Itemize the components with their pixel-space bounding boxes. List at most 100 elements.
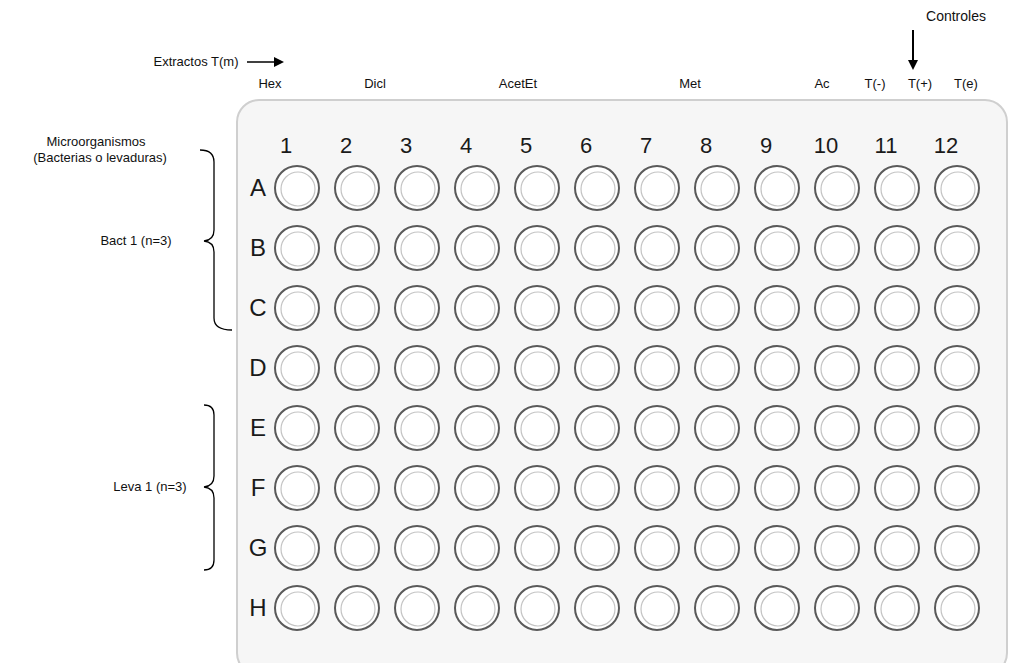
well xyxy=(275,166,319,210)
well xyxy=(695,286,739,330)
well xyxy=(575,406,619,450)
well xyxy=(395,286,439,330)
well-inner xyxy=(701,292,735,326)
well xyxy=(455,346,499,390)
group-label: Bact 1 (n=3) xyxy=(100,234,171,249)
well-inner xyxy=(641,292,675,326)
well xyxy=(695,346,739,390)
well-inner xyxy=(341,292,375,326)
column-header: T(+) xyxy=(908,77,932,92)
well xyxy=(755,286,799,330)
well xyxy=(515,406,559,450)
well xyxy=(515,466,559,510)
well xyxy=(395,226,439,270)
well xyxy=(755,166,799,210)
well xyxy=(815,166,859,210)
well xyxy=(275,586,319,630)
well xyxy=(755,466,799,510)
well xyxy=(455,226,499,270)
well xyxy=(335,166,379,210)
well-inner xyxy=(581,532,615,566)
well xyxy=(815,346,859,390)
annotation: (Bacterias o levaduras) xyxy=(33,151,167,166)
column-number: 8 xyxy=(700,133,712,158)
well xyxy=(395,586,439,630)
well-inner xyxy=(341,172,375,206)
well xyxy=(935,226,979,270)
well-inner xyxy=(641,412,675,446)
well xyxy=(455,286,499,330)
column-header: T(e) xyxy=(954,77,978,92)
well-inner xyxy=(881,412,915,446)
well xyxy=(635,586,679,630)
group-bracket xyxy=(200,150,232,330)
well xyxy=(635,286,679,330)
well-inner xyxy=(641,592,675,626)
well-inner xyxy=(461,412,495,446)
well xyxy=(815,406,859,450)
well xyxy=(335,466,379,510)
well-inner xyxy=(281,352,315,386)
well-inner xyxy=(521,592,555,626)
annotation: Extractos T(m) xyxy=(154,55,239,70)
well-inner xyxy=(641,172,675,206)
well-inner xyxy=(761,352,795,386)
well-inner xyxy=(461,592,495,626)
well xyxy=(395,466,439,510)
well-inner xyxy=(941,472,975,506)
well-inner xyxy=(821,412,855,446)
well xyxy=(335,226,379,270)
well xyxy=(875,226,919,270)
well-inner xyxy=(881,592,915,626)
well-inner xyxy=(821,232,855,266)
well xyxy=(515,526,559,570)
column-header: T(-) xyxy=(865,77,886,92)
column-number: 4 xyxy=(460,133,472,158)
well xyxy=(875,166,919,210)
well-inner xyxy=(881,532,915,566)
well xyxy=(575,466,619,510)
well xyxy=(575,226,619,270)
row-letter: B xyxy=(250,234,266,262)
row-letter: H xyxy=(249,594,266,622)
well-inner xyxy=(401,352,435,386)
well xyxy=(815,286,859,330)
well xyxy=(275,226,319,270)
well xyxy=(515,346,559,390)
well-grid xyxy=(275,166,979,630)
well-inner xyxy=(641,352,675,386)
column-number: 9 xyxy=(760,133,772,158)
well xyxy=(335,406,379,450)
well-inner xyxy=(821,592,855,626)
well-inner xyxy=(761,172,795,206)
well-inner xyxy=(881,232,915,266)
well-inner xyxy=(281,532,315,566)
well xyxy=(935,166,979,210)
well-inner xyxy=(941,412,975,446)
well-inner xyxy=(521,352,555,386)
column-number: 11 xyxy=(875,133,898,158)
well xyxy=(515,166,559,210)
well-inner xyxy=(341,412,375,446)
row-letter: G xyxy=(249,534,268,562)
pointer-arrow xyxy=(912,30,914,68)
well xyxy=(935,406,979,450)
well-inner xyxy=(461,232,495,266)
well-inner xyxy=(401,232,435,266)
well xyxy=(695,166,739,210)
well-inner xyxy=(521,412,555,446)
well-inner xyxy=(281,592,315,626)
well xyxy=(635,226,679,270)
row-letter: E xyxy=(250,414,266,442)
well xyxy=(875,346,919,390)
well-inner xyxy=(881,352,915,386)
well xyxy=(515,286,559,330)
column-number: 6 xyxy=(580,133,592,158)
well-inner xyxy=(281,472,315,506)
well xyxy=(815,226,859,270)
well xyxy=(875,286,919,330)
annotation: Microorganismos xyxy=(47,135,146,150)
well xyxy=(455,526,499,570)
